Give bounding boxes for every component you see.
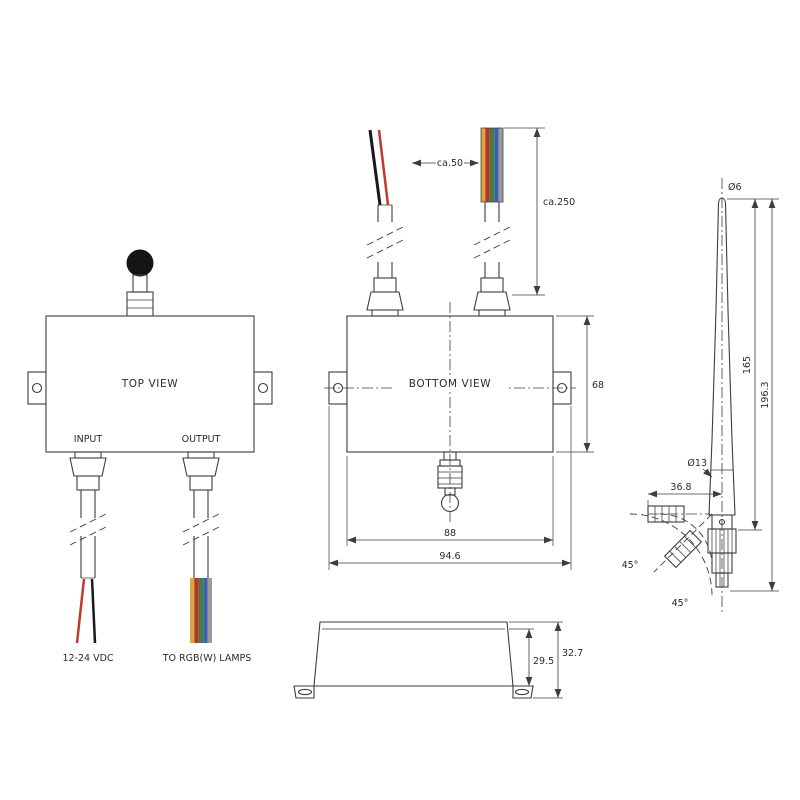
antenna-connector-bottom-view	[437, 451, 463, 513]
dim-ca250-text: ca.250	[543, 197, 575, 208]
dimension-196-3: 196.3	[730, 199, 779, 592]
top-view-label: TOP VIEW	[121, 378, 178, 390]
cable-gland-output	[182, 451, 220, 491]
dim-88-text: 88	[444, 528, 456, 539]
dimension-32-7: 32.7	[509, 621, 583, 699]
mounting-ear-left	[27, 371, 47, 405]
input-label: INPUT	[74, 434, 103, 445]
side-hole-right	[514, 688, 530, 696]
input-cable	[69, 490, 107, 644]
power-cable-up	[366, 129, 404, 278]
power-cable-label: 12-24 VDC	[62, 653, 113, 664]
antenna-side-view: Ø6 Ø13 36.8 165 196.3 45° 45°	[622, 178, 779, 612]
cable-break-symbol	[366, 239, 404, 259]
cable-gland-top-right	[473, 277, 511, 317]
output-cable	[182, 490, 220, 643]
dim-29-5-text: 29.5	[533, 656, 554, 667]
cable-break-symbol	[69, 513, 107, 533]
power-wire-red	[377, 129, 390, 206]
cable-break-symbol	[69, 526, 107, 546]
rgb-cable-up	[473, 127, 511, 278]
cable-gland-top-left	[366, 277, 404, 317]
dimension-ca250: ca.250	[504, 127, 575, 296]
dim-d13-text: Ø13	[687, 458, 707, 469]
enclosure-side-view: 29.5 32.7	[293, 621, 583, 699]
antenna-connector-knurl	[707, 528, 737, 588]
dimension-165: 165	[727, 198, 779, 531]
connector-ball	[440, 493, 460, 513]
side-hole-left	[297, 688, 313, 696]
folded-antenna-element-45	[663, 529, 703, 569]
dim-32-7-text: 32.7	[562, 648, 583, 659]
fold-radial-line	[653, 513, 713, 573]
cable-break-symbol	[366, 226, 404, 246]
cable-break-symbol	[473, 226, 511, 246]
dim-68-text: 68	[592, 380, 604, 391]
dim-196-3-text: 196.3	[760, 381, 771, 408]
cable-break-symbol	[182, 526, 220, 546]
fold-angle-b-text: 45°	[672, 598, 689, 609]
side-tab-left	[293, 685, 315, 699]
dim-ca50-text: ca.50	[437, 158, 463, 169]
dim-94-6-text: 94.6	[439, 551, 460, 562]
bottom-view-label: BOTTOM VIEW	[409, 378, 492, 390]
dimension-88: 88	[346, 456, 554, 546]
dim-165-text: 165	[742, 356, 753, 374]
mounting-ear-right	[253, 371, 273, 405]
output-label: OUTPUT	[182, 434, 221, 445]
dim-d6-text: Ø6	[728, 182, 742, 193]
top-view: TOP VIEW INPUT OUTPUT	[27, 249, 273, 664]
dimension-68: 68	[556, 315, 604, 453]
antenna-knob	[126, 249, 154, 277]
knob-neck	[132, 274, 148, 293]
power-wire-black	[368, 129, 382, 206]
dim-36-8-text: 36.8	[670, 482, 691, 493]
cable-break-symbol	[182, 513, 220, 533]
dimension-36-8: 36.8	[647, 482, 722, 509]
cable-break-symbol	[473, 239, 511, 259]
enclosure-top-view	[45, 315, 255, 453]
fold-arc-inner	[659, 513, 713, 567]
mounting-hole-right	[257, 382, 269, 394]
rgb-ribbon-cable	[190, 578, 212, 643]
fold-angle-a-text: 45°	[622, 560, 639, 571]
dimension-29-5: 29.5	[509, 628, 554, 687]
cable-gland-input	[69, 451, 107, 491]
mounting-hole-left	[31, 382, 43, 394]
antenna-whip	[708, 197, 736, 516]
fold-arc-outer	[629, 513, 713, 597]
rgb-ribbon-cable	[480, 127, 504, 203]
dimension-94-6: 94.6	[328, 406, 572, 570]
knob-nut	[126, 291, 154, 317]
power-wire-red	[75, 578, 86, 644]
bottom-view: BOTTOM VIEW	[324, 127, 604, 570]
lamps-cable-label: TO RGB(W) LAMPS	[162, 653, 252, 664]
power-wire-black	[90, 578, 97, 644]
side-profile	[313, 621, 514, 687]
dimension-ca50: ca.50	[412, 158, 479, 169]
